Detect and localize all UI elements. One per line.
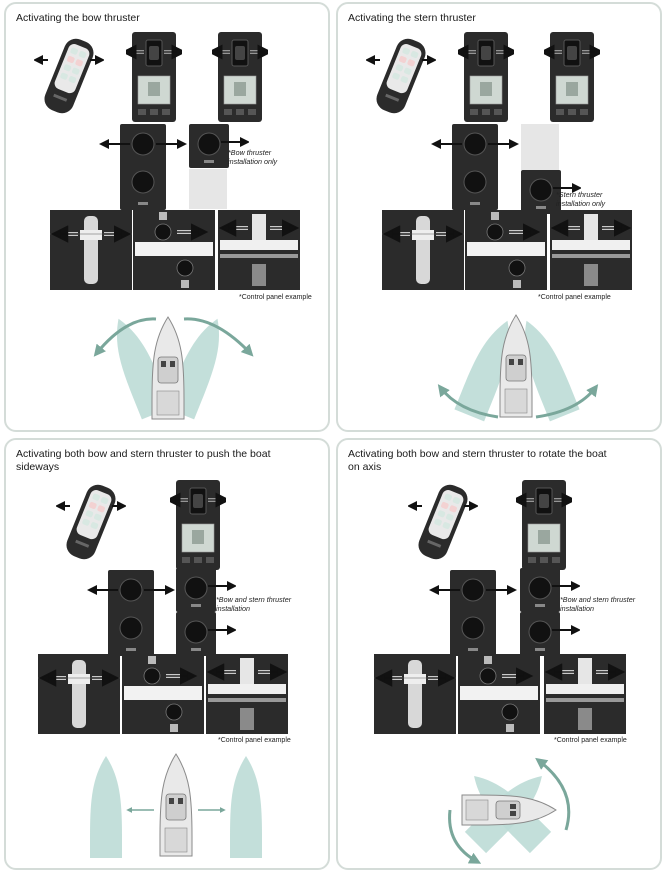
single-joystick-panel xyxy=(189,124,249,168)
placeholder-box xyxy=(521,124,559,170)
panel-title: Activating both bow and stern thruster t… xyxy=(348,448,607,473)
dual-joystick-panel xyxy=(430,124,520,210)
bow-rotation-illustration xyxy=(93,316,254,420)
joystick-panel-2 xyxy=(212,32,268,122)
lever-panel xyxy=(382,210,464,290)
scale-panel xyxy=(133,210,215,290)
joystick-panel xyxy=(170,480,226,570)
panel-title: Activating both bow and stern thruster t… xyxy=(16,448,271,473)
installation-note: *Bow and stern thruster installation xyxy=(560,595,636,613)
lever-panel xyxy=(50,210,132,290)
joystick-panel xyxy=(516,480,572,570)
control-panel-example: *Control panel example xyxy=(538,294,611,301)
installation-note: *Stern thruster installation only xyxy=(556,190,606,208)
dual-joystick-panel xyxy=(428,570,518,656)
lever-panel xyxy=(38,654,120,734)
panel-bow-thruster: Activating the bow thruster xyxy=(4,2,330,432)
rotation-axis-illustration xyxy=(448,757,571,864)
remote-control xyxy=(34,34,104,118)
single-joystick-panel-2 xyxy=(176,612,236,656)
remote-control xyxy=(56,480,126,564)
placeholder-box xyxy=(189,169,227,209)
single-joystick-panel-1 xyxy=(520,568,580,612)
panel-title: Activating the bow thruster xyxy=(16,12,140,24)
installation-note: *Bow thruster installation only xyxy=(228,148,278,166)
remote-control xyxy=(408,480,478,564)
scale-panel xyxy=(465,210,547,290)
single-joystick-panel xyxy=(521,170,581,214)
single-joystick-panel-1 xyxy=(176,568,236,612)
joystick-panel-1 xyxy=(126,32,182,122)
panel-push-sideways: Activating both bow and stern thruster t… xyxy=(4,438,330,870)
stern-rotation-illustration xyxy=(437,314,599,422)
slider-panel xyxy=(550,210,632,290)
lever-panel xyxy=(374,654,456,734)
dual-joystick-panel xyxy=(98,124,188,210)
scale-panel xyxy=(458,654,540,734)
slider-panel xyxy=(206,654,288,734)
panel-rotate-on-axis: Activating both bow and stern thruster t… xyxy=(336,438,662,870)
panel-title: Activating the stern thruster xyxy=(348,12,476,24)
control-panel-example: *Control panel example xyxy=(554,737,627,744)
scale-panel xyxy=(122,654,204,734)
remote-control xyxy=(366,34,436,118)
dual-joystick-panel xyxy=(86,570,176,656)
joystick-panel-1 xyxy=(458,32,514,122)
single-joystick-panel-2 xyxy=(520,612,580,656)
panel-stern-thruster: Activating the stern thruster xyxy=(336,2,662,432)
control-panel-example: *Control panel example xyxy=(239,294,312,301)
installation-note: *Bow and stern thruster installation xyxy=(216,595,292,613)
slider-panel xyxy=(544,654,626,734)
slider-panel xyxy=(218,210,300,290)
control-panel-example: *Control panel example xyxy=(218,737,291,744)
sideways-illustration xyxy=(90,753,262,858)
joystick-panel-2 xyxy=(544,32,600,122)
